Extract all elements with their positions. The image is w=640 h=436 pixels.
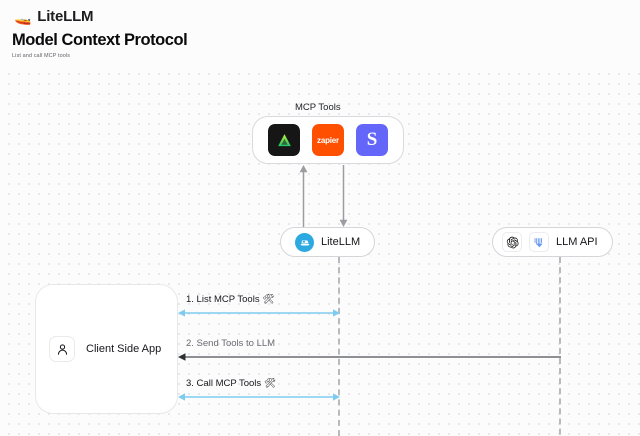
mcp-tools-group: zapier S	[252, 116, 404, 164]
brand: 🚤 LiteLLM	[14, 8, 94, 25]
client-side-app-node[interactable]: Client Side App	[35, 284, 178, 414]
slack-tool-icon[interactable]: S	[356, 124, 388, 156]
slack-tool-label: S	[366, 129, 378, 150]
message-1: 1. List MCP Tools 🛠	[178, 294, 340, 320]
brand-name: LiteLLM	[37, 8, 94, 25]
tools-response-arrow-up	[299, 165, 308, 227]
litellm-lifeline	[338, 257, 340, 436]
llm-api-node[interactable]: LLM API	[492, 227, 613, 257]
supabase-tool-icon[interactable]	[268, 124, 300, 156]
mcp-tools-label: MCP Tools	[295, 102, 341, 113]
message-2: 2. Send Tools to LLM	[178, 338, 561, 364]
message-3: 3. Call MCP Tools 🛠	[178, 378, 340, 404]
litellm-node-label: LiteLLM	[321, 236, 361, 248]
anthropic-icon	[529, 232, 549, 252]
llm-api-lifeline	[559, 257, 561, 436]
page-title: Model Context Protocol	[12, 31, 188, 49]
speedboat-icon: 🚤	[14, 8, 32, 25]
person-icon	[49, 336, 75, 362]
litellm-node[interactable]: LiteLLM	[280, 227, 376, 257]
page-subtitle: List and call MCP tools	[12, 53, 71, 59]
tools-request-arrow-down	[339, 165, 348, 227]
message-3-label: 3. Call MCP Tools 🛠	[186, 378, 276, 389]
diagram-canvas: MCP Tools zapier S	[0, 66, 640, 436]
openai-icon	[502, 232, 522, 252]
llm-api-node-label: LLM API	[556, 236, 598, 248]
message-1-label: 1. List MCP Tools 🛠	[186, 294, 275, 305]
message-2-label: 2. Send Tools to LLM	[186, 338, 276, 349]
zapier-tool-icon[interactable]: zapier	[312, 124, 344, 156]
litellm-avatar-icon	[295, 232, 314, 252]
client-side-app-label: Client Side App	[86, 343, 162, 355]
zapier-tool-label: zapier	[317, 135, 339, 145]
